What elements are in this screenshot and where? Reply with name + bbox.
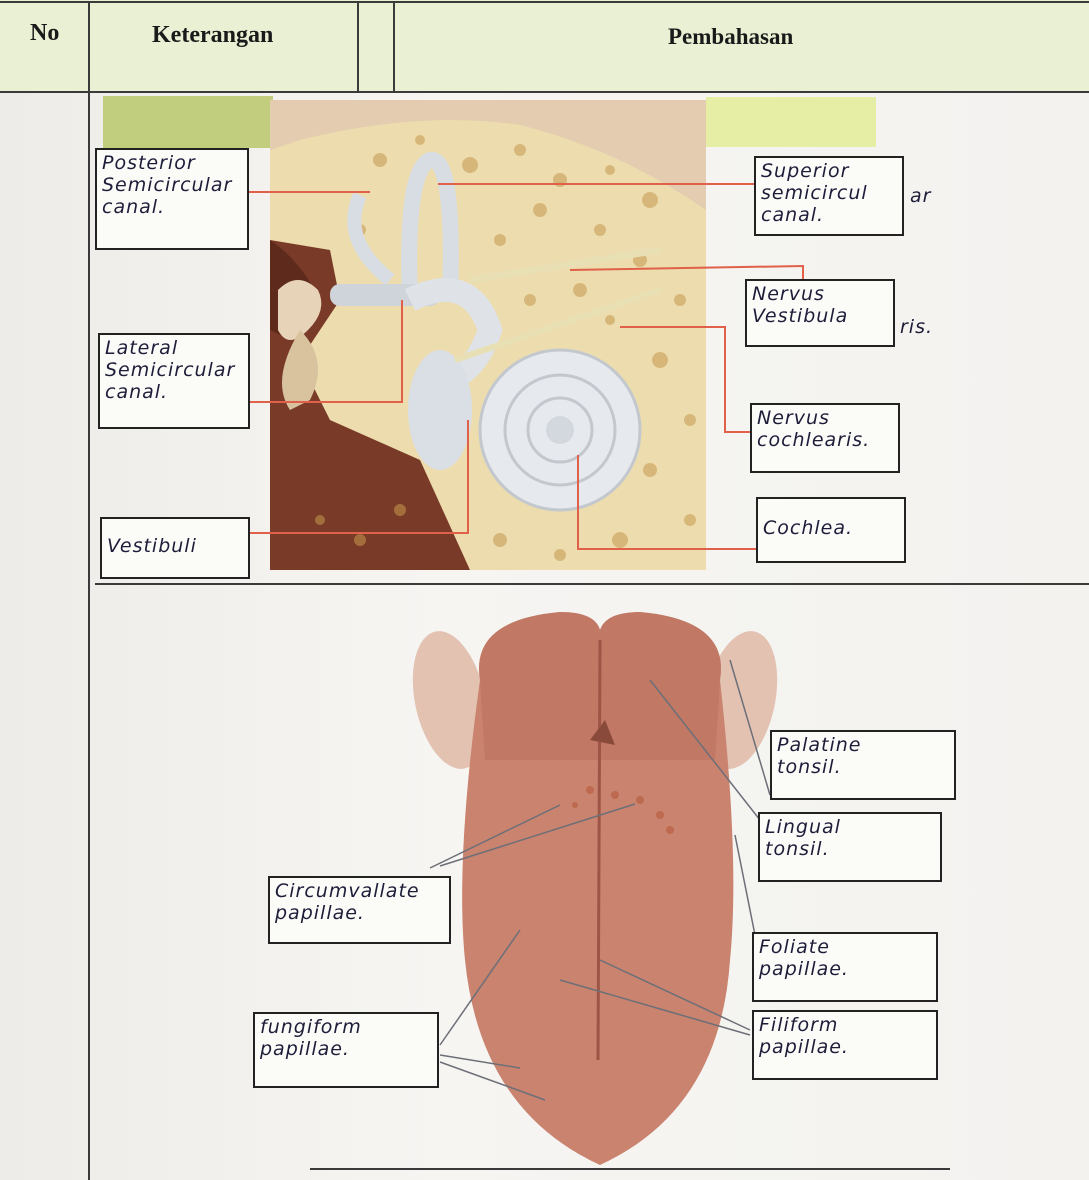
label-fungiform-papillae: fungiform papillae. (253, 1012, 439, 1088)
label-posterior-semicircular-canal: Posterior Semicircular canal. (95, 148, 249, 250)
label-cochlea: Cochlea. (756, 497, 906, 563)
label-vestibuli: Vestibuli (100, 517, 250, 579)
label-lingual-tonsil: Lingual tonsil. (758, 812, 942, 882)
inner-ear-illustration (248, 100, 803, 570)
tongue-illustration (401, 612, 789, 1165)
label-nervus-cochlearis: Nervus cochlearis. (750, 403, 900, 473)
label-circumvallate-papillae: Circumvallate papillae. (268, 876, 451, 944)
label-nervus-vestibularis-overflow: ris. (900, 316, 933, 338)
label-superior-semicircular-canal: Superior semicircul canal. (754, 156, 904, 236)
label-lateral-semicircular-canal: Lateral Semicircular canal. (98, 333, 250, 429)
label-foliate-papillae: Foliate papillae. (752, 932, 938, 1002)
label-palatine-tonsil: Palatine tonsil. (770, 730, 956, 800)
label-nervus-vestibularis: Nervus Vestibula (745, 279, 895, 347)
label-superior-overflow: ar (910, 185, 931, 207)
label-filiform-papillae: Filiform papillae. (752, 1010, 938, 1080)
